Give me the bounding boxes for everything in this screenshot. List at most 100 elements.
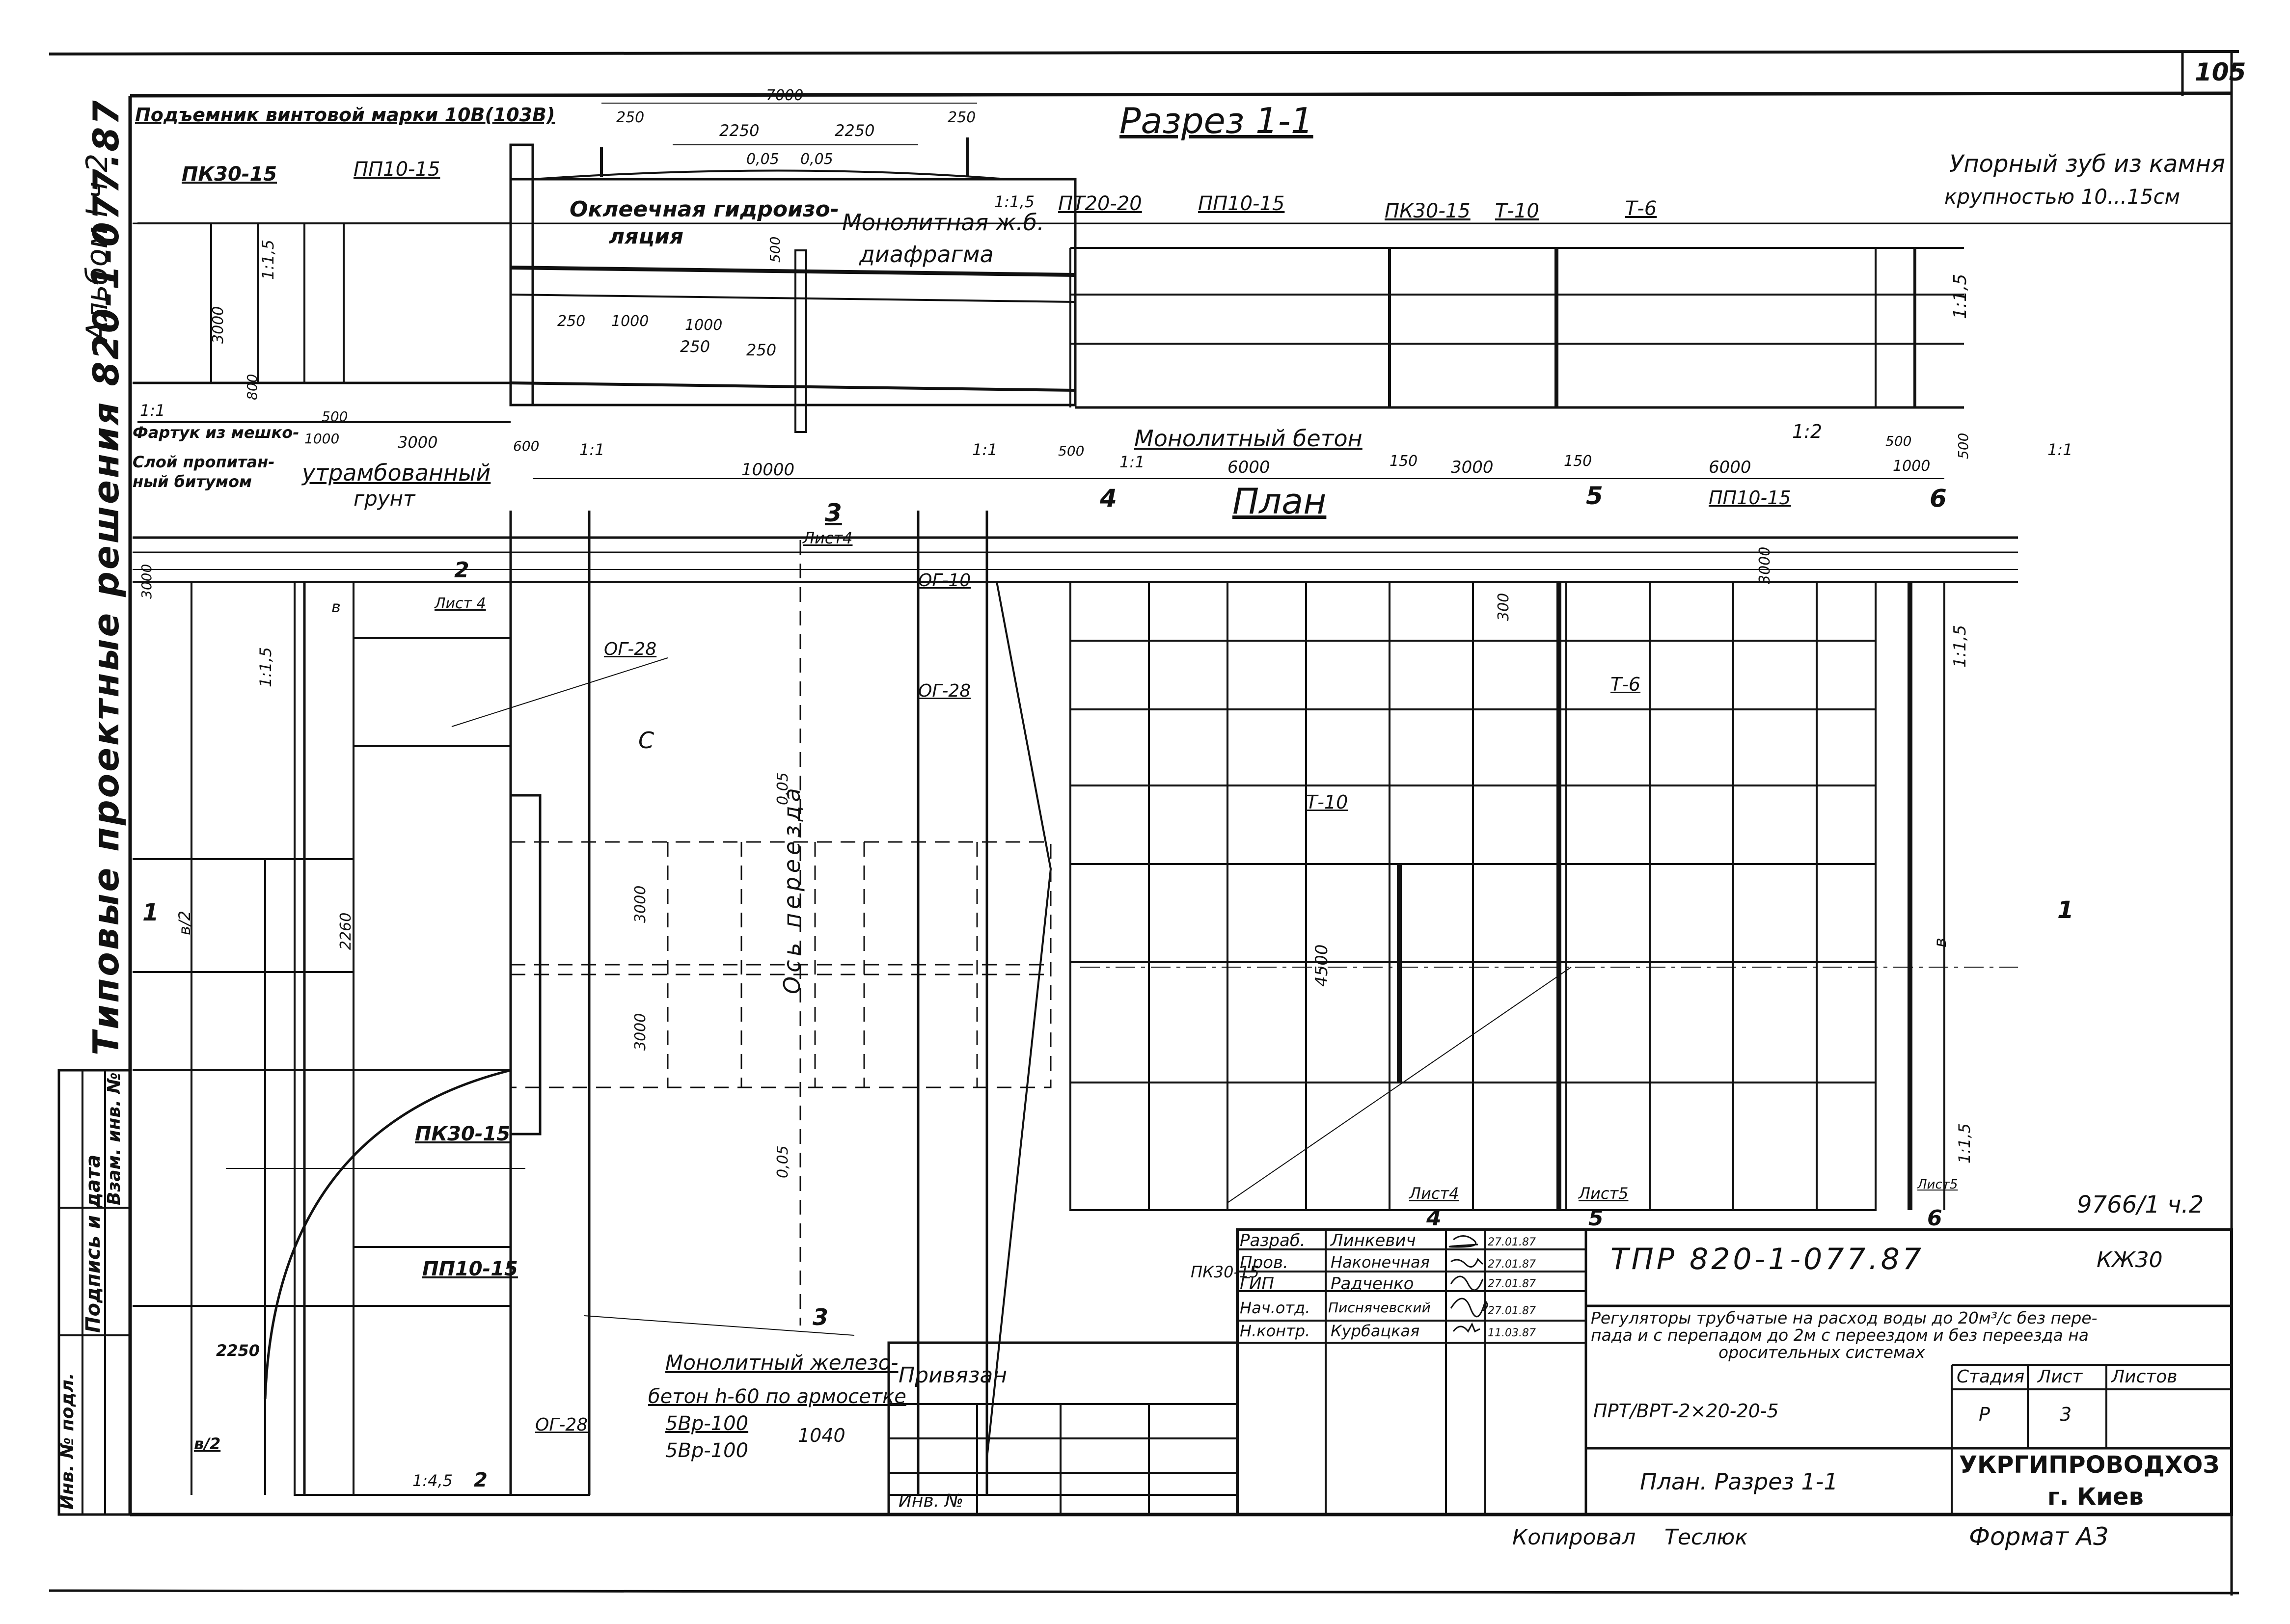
section-5-sheet: Лист5 (1579, 1184, 1629, 1203)
dim-150-b: 150 (1564, 453, 1592, 470)
mark-og28-a: ОГ-28 (604, 639, 657, 659)
sig-role-4: Нач.отд. (1240, 1299, 1310, 1317)
sheet-value: 3 (2060, 1404, 2072, 1425)
rebar-width: 1040 (798, 1425, 845, 1446)
section-6-bottom: 6 (1927, 1206, 1942, 1231)
dim-005-plan-2: 0,05 (774, 1145, 791, 1178)
dim-005-b: 0,05 (800, 151, 833, 168)
dim-3000-plan-right: 3000 (1756, 546, 1773, 584)
sig-date-2: 27.01.87 (1488, 1258, 1536, 1271)
slope-1-1-c: 1:1 (1119, 453, 1145, 471)
axis-label: Ось переезда (779, 784, 805, 994)
dim-500: 500 (767, 236, 783, 263)
dim-250-b: 250 (948, 109, 976, 126)
mark-c: С (638, 727, 654, 754)
rebar-mesh-1: 5Вр-100 (665, 1412, 749, 1435)
sig-name-2: Наконечная (1331, 1253, 1430, 1272)
dim-1000-b: 1000 (685, 317, 723, 334)
note-bag: Фартук из мешко- (133, 423, 300, 442)
section-3-bottom: 3 (813, 1304, 829, 1330)
dim-500-c: 500 (1058, 443, 1085, 459)
slope-plan-4: 1:4,5 (412, 1471, 453, 1490)
sig-name-1: Линкевич (1331, 1231, 1416, 1250)
note-lifter: Подъемник винтовой марки 10В(103В) (135, 104, 555, 126)
dim-600: 600 (513, 438, 540, 454)
sheet-label: Лист (2038, 1367, 2083, 1387)
copy-number: 9766/1 ч.2 (2077, 1191, 2204, 1218)
model-code: ПРТ/ВРТ-2×20-20-5 (1593, 1400, 1779, 1422)
note-diaphragm-2: диафрагма (859, 241, 994, 268)
note-pasting-2: ляция (609, 224, 684, 249)
mark-t10-plan: Т-10 (1306, 791, 1348, 813)
mark-og28-c: ОГ-28 (535, 1415, 588, 1435)
sig-role-5: Н.контр. (1240, 1322, 1310, 1340)
dim-005-a: 0,05 (746, 151, 779, 168)
sig-date-5: 11.03.87 (1488, 1327, 1536, 1339)
slope-1-1-a: 1:1 (579, 440, 605, 459)
dim-3000-a: 3000 (210, 306, 227, 344)
sheet-name: План. Разрез 1-1 (1640, 1468, 1838, 1495)
stage-value: Р (1979, 1404, 1990, 1425)
section-4-top: 4 (1100, 484, 1117, 513)
mark-t10: Т-10 (1495, 200, 1539, 222)
section-5-bottom: 5 (1588, 1206, 1604, 1231)
rebar-note-2: бетон h-60 по армосетке (648, 1385, 906, 1408)
mark-pk-left: ПК30-15 (182, 163, 277, 186)
plan-title: План (1232, 481, 1327, 522)
mark-pt: ПТ20-20 (1058, 192, 1142, 215)
mark-pp-left: ПП10-15 (354, 158, 440, 181)
sig-name-5: Курбацкая (1331, 1322, 1420, 1340)
dim-6000-b: 6000 (1709, 458, 1751, 477)
slope-plan-1: 1:1,5 (256, 647, 275, 687)
sig-date-3: 27.01.87 (1488, 1278, 1536, 1290)
note-diaphragm-1: Монолитная ж.б. (842, 209, 1044, 236)
note-rammed-2: грунт (354, 487, 415, 511)
note-mono-concrete: Монолитный бетон (1134, 425, 1363, 452)
dim-500-e: 500 (1955, 433, 1971, 459)
stamp-inv-no: Инв. № подл. (57, 1373, 78, 1510)
dim-2260: 2260 (337, 912, 354, 950)
mark-b-right: в (1931, 937, 1950, 947)
series-label: Типовые проектные решения 820-1-077.87 (85, 98, 127, 1056)
inv-no-label: Инв. № (899, 1491, 964, 1511)
dim-250-d: 250 (680, 337, 710, 356)
sheets-label: Листов (2111, 1367, 2178, 1387)
mark-og28-b: ОГ-28 (918, 681, 971, 701)
slope-1-1-e: 1:1 (2047, 440, 2073, 459)
sig-role-1: Разраб. (1240, 1231, 1306, 1250)
dim-6000-a: 6000 (1227, 458, 1270, 477)
section-2-bottom: 2 (474, 1469, 488, 1491)
mark-pk-plan-2: ПК30-15 (1191, 1263, 1259, 1281)
mark-pp-mid: ПП10-15 (1198, 192, 1285, 215)
slope-section-d: 1:1 (140, 401, 165, 420)
dim-005-plan-1: 0,05 (774, 772, 791, 805)
mark-t6: Т-6 (1625, 197, 1657, 220)
dim-3000-plan-left: 3000 (138, 564, 155, 599)
section-2-sheet: Лист 4 (435, 595, 486, 612)
dim-250-e: 250 (746, 341, 777, 359)
slope-section-right: 1:1,5 (1950, 273, 1970, 319)
section-3-sheet: Лист4 (803, 529, 853, 547)
section-2-top: 2 (454, 558, 469, 583)
dim-2250-plan: 2250 (216, 1341, 260, 1360)
section-title: Разрез 1-1 (1119, 100, 1313, 141)
dim-250-c: 250 (557, 313, 586, 330)
dim-1000-c: 1000 (304, 431, 340, 447)
dim-3000-road-2: 3000 (632, 1013, 649, 1051)
section-4-bottom: 4 (1426, 1206, 1442, 1231)
sig-name-3: Радченко (1331, 1274, 1414, 1294)
dim-1000-d: 1000 (1893, 458, 1931, 475)
slope-section-top: 1:1,5 (994, 192, 1035, 211)
copied-label: Копировал (1512, 1525, 1636, 1550)
dim-2250-a: 2250 (719, 121, 760, 140)
sig-role-2: Пров. (1240, 1253, 1288, 1272)
slope-plan-3: 1:1,5 (1955, 1123, 1974, 1164)
dim-4500: 4500 (1312, 944, 1332, 987)
mark-pk-mid: ПК30-15 (1385, 200, 1471, 222)
format-label: Формат А3 (1969, 1522, 2109, 1551)
org-name: УКРГИПРОВОДХОЗ (1959, 1451, 2220, 1479)
dim-3000-road-1: 3000 (632, 885, 649, 923)
section-3-top: 3 (825, 499, 842, 527)
